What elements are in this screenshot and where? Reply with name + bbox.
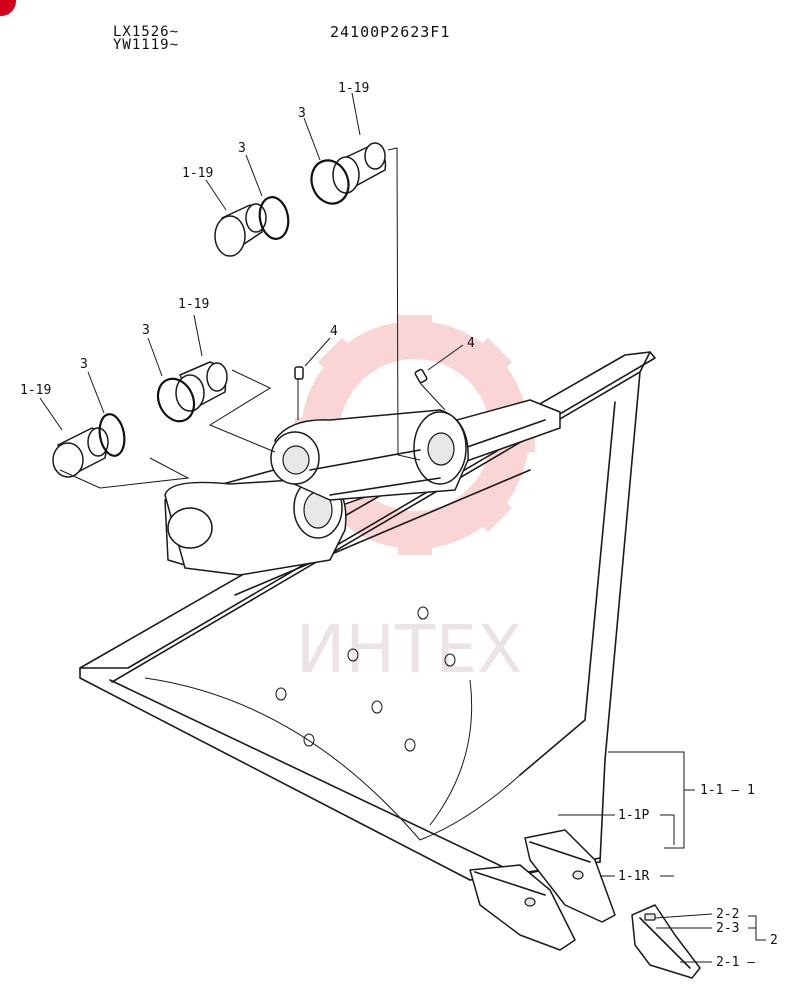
assembly-leader-lines [59, 147, 446, 489]
callout-bucket-plate: 1-1P [618, 808, 649, 823]
callout-ring-top-left: 3 [238, 141, 246, 156]
model-range-1: LX1526~ [113, 24, 180, 40]
mounting-brackets [164, 366, 561, 596]
grease-fitting-left [294, 366, 304, 380]
callout-tooth-pin: 2-3 [716, 921, 739, 936]
callout-pin-mid-right: 1-19 [178, 297, 209, 312]
callout-tooth-point: 2-1 — [716, 955, 755, 970]
callout-bucket-ring: 1-1R [618, 869, 649, 884]
bucket-teeth [469, 829, 616, 951]
grease-fitting-right [414, 368, 428, 384]
callout-grease-right: 4 [467, 336, 475, 351]
pin-mid-left [52, 427, 109, 478]
callout-pin-top-left: 1-19 [182, 166, 213, 181]
ring-top-left [258, 196, 290, 240]
model-range-2: YW1119~ [113, 37, 180, 53]
callout-ring-mid-right: 3 [142, 323, 150, 338]
pin-mid-right [175, 361, 228, 412]
ring-top-right [310, 159, 350, 205]
callout-grease-left: 4 [330, 324, 338, 339]
part-number: 24100P2623F1 [330, 23, 451, 41]
callout-tooth-lock: 2-2 [716, 907, 739, 922]
callout-pin-top-right: 1-19 [338, 81, 369, 96]
ring-mid-right [156, 377, 196, 423]
bolt-holes [275, 606, 456, 752]
callout-ring-top-right: 3 [298, 106, 306, 121]
callout-bucket-assy: 1-1 — 1 [700, 783, 755, 798]
ring-mid-left [98, 413, 126, 457]
callout-pin-mid-left: 1-19 [20, 383, 51, 398]
callout-tooth-group: 2 [770, 933, 778, 948]
watermark-text: ИНТЕХ [296, 611, 522, 688]
pin-top-left [214, 203, 267, 257]
callout-leaders [39, 92, 766, 963]
callout-ring-mid-left: 3 [80, 357, 88, 372]
loose-tooth-point [631, 904, 701, 979]
pin-top-right [332, 142, 387, 194]
